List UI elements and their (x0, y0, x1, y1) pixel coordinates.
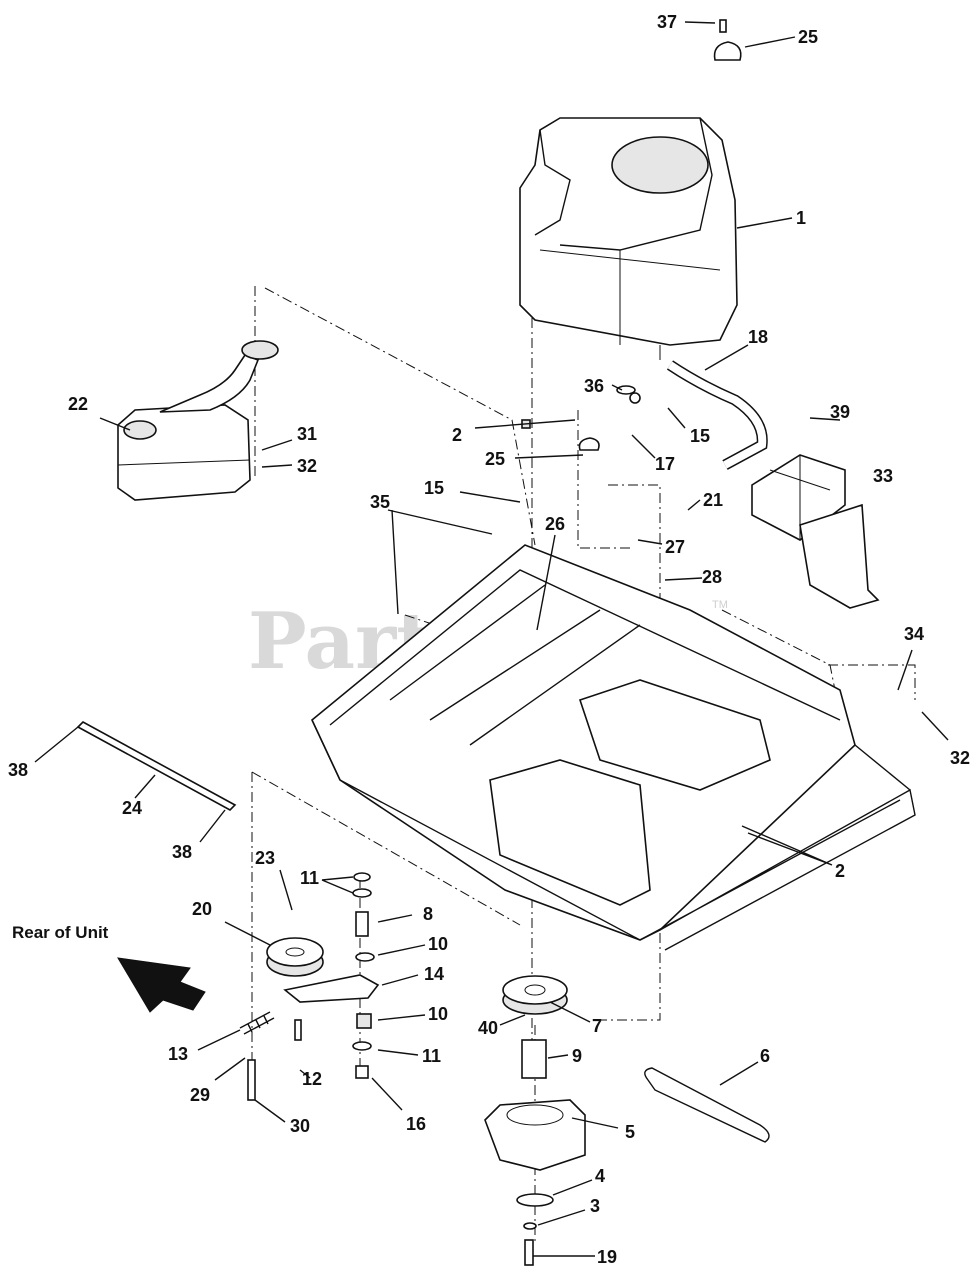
spring-part (239, 1011, 275, 1035)
callout-34: 34 (904, 624, 924, 644)
rear-of-unit-arrow (117, 957, 206, 1013)
callout-25-b: 25 (485, 449, 505, 469)
callout-19: 19 (597, 1247, 617, 1267)
callout-26: 26 (545, 514, 565, 534)
mower-frame (311, 544, 916, 951)
leader-lines (34, 21, 949, 1257)
hardware-stack (247, 19, 742, 1101)
callout-29: 29 (190, 1085, 210, 1105)
bracket-parts (751, 454, 880, 609)
rod-part (76, 721, 237, 811)
callout-6: 6 (760, 1046, 770, 1066)
callout-38-b: 38 (172, 842, 192, 862)
callout-15-b: 15 (424, 478, 444, 498)
callout-37: 37 (657, 12, 677, 32)
callout-13: 13 (168, 1044, 188, 1064)
callout-32-b: 32 (950, 748, 970, 768)
callout-39: 39 (830, 402, 850, 422)
callout-21: 21 (703, 490, 723, 510)
callout-20: 20 (192, 899, 212, 919)
callout-11-b: 11 (422, 1046, 441, 1066)
callout-11: 11 (300, 868, 319, 888)
callout-4: 4 (595, 1166, 605, 1186)
callout-27: 27 (665, 537, 685, 557)
callout-7: 7 (592, 1016, 602, 1036)
callout-17: 17 (655, 454, 675, 474)
belt-part (644, 1067, 770, 1143)
callout-10-b: 10 (428, 1004, 448, 1024)
rear-of-unit-label: Rear of Unit (12, 923, 109, 942)
callout-2: 2 (452, 425, 462, 445)
callout-25: 25 (798, 27, 818, 47)
callout-31: 31 (297, 424, 317, 444)
callout-9: 9 (572, 1046, 582, 1066)
callout-8: 8 (423, 904, 433, 924)
callout-10: 10 (428, 934, 448, 954)
callout-22: 22 (68, 394, 88, 414)
callout-30: 30 (290, 1116, 310, 1136)
callout-24: 24 (122, 798, 142, 818)
callout-23: 23 (255, 848, 275, 868)
callout-15: 15 (690, 426, 710, 446)
callout-38: 38 (8, 760, 28, 780)
callout-14: 14 (424, 964, 444, 984)
callout-28: 28 (702, 567, 722, 587)
callout-16: 16 (406, 1114, 426, 1134)
callout-1: 1 (796, 208, 806, 228)
callout-35: 35 (370, 492, 390, 512)
callout-36: 36 (584, 376, 604, 396)
callout-40: 40 (478, 1018, 498, 1038)
callout-2-b: 2 (835, 861, 845, 881)
callout-33: 33 (873, 466, 893, 486)
muffler-part (117, 340, 279, 501)
callout-labels: 37 25 1 18 36 15 22 31 32 2 25 17 39 15 … (8, 12, 970, 1267)
hose-part (666, 360, 768, 470)
idler-arm-part (283, 974, 380, 1003)
callout-32: 32 (297, 456, 317, 476)
callout-18: 18 (748, 327, 768, 347)
engine-part (519, 117, 738, 360)
trademark-text: TM (712, 599, 728, 611)
callout-12: 12 (302, 1069, 322, 1089)
idler-pulley-part (266, 937, 324, 977)
callout-3: 3 (590, 1196, 600, 1216)
callout-5: 5 (625, 1122, 635, 1142)
clutch-parts (484, 975, 586, 1266)
